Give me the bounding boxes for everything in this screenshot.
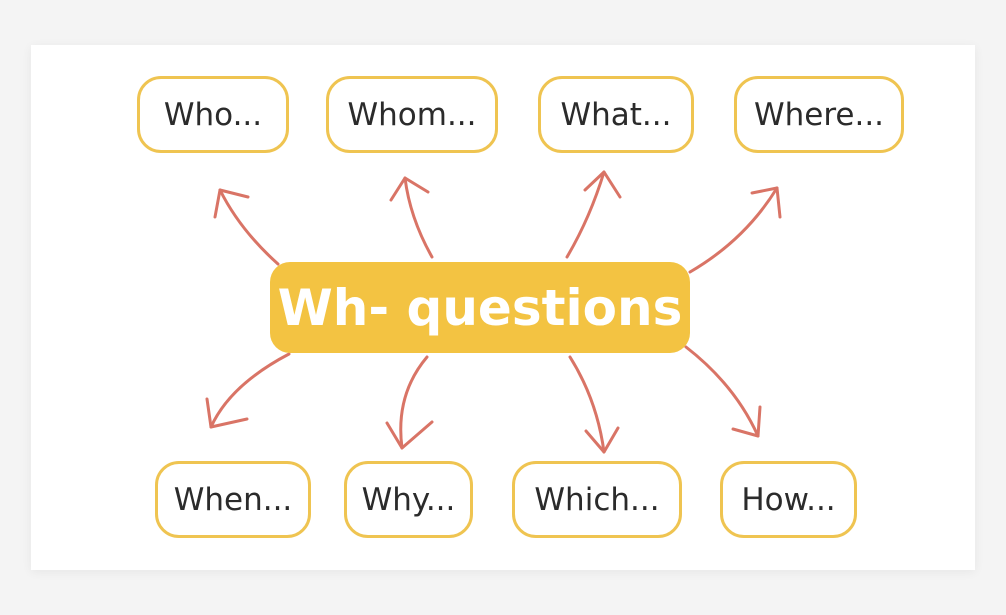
node-how: How...: [720, 461, 857, 538]
node-who: Who...: [137, 76, 289, 153]
node-whom: Whom...: [326, 76, 498, 153]
node-when: When...: [155, 461, 311, 538]
node-where: Where...: [734, 76, 904, 153]
node-what: What...: [538, 76, 694, 153]
node-why: Why...: [344, 461, 473, 538]
node-which: Which...: [512, 461, 682, 538]
central-topic: Wh- questions: [270, 262, 690, 353]
